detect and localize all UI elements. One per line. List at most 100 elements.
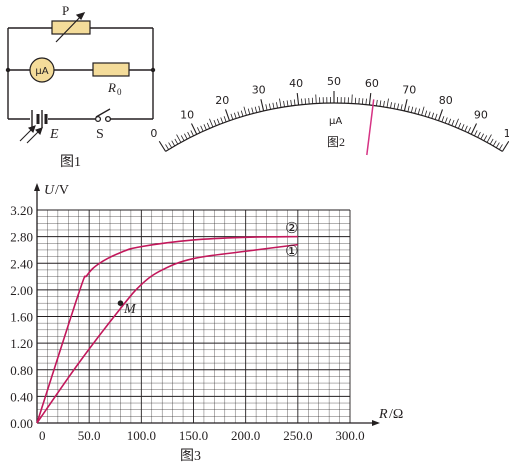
dial-tick — [376, 99, 378, 106]
dial-tick — [190, 123, 198, 135]
battery — [31, 110, 48, 128]
dial-tick — [365, 98, 367, 105]
dial-scale-label: 50 — [327, 75, 341, 88]
dial-tick — [441, 116, 445, 123]
dial-tick — [315, 94, 317, 104]
dial-tick — [168, 142, 173, 148]
dial-tick — [184, 133, 188, 140]
resistor-r0 — [92, 62, 130, 77]
dial-tick — [260, 99, 265, 112]
dial-tick — [158, 140, 167, 152]
point-m-label: M — [123, 302, 137, 317]
dial-tick — [480, 133, 484, 140]
y-axis-label-unit: /V — [55, 183, 69, 198]
series-curve-2 — [36, 235, 298, 424]
dial-scale-label: 90 — [474, 108, 488, 121]
x-axis-arrow — [372, 420, 380, 426]
plot-grid — [36, 209, 351, 424]
dial-tick — [351, 94, 353, 104]
y-tick-label: 1.20 — [10, 336, 33, 351]
y-tick-label: 1.60 — [10, 310, 33, 325]
dial-tick — [428, 111, 431, 118]
dial-tick — [407, 105, 410, 112]
dial-tick — [243, 106, 247, 116]
dial-tick — [233, 112, 237, 119]
dial-scale-label: 30 — [252, 83, 266, 96]
dial-tick — [196, 127, 201, 133]
dial-tick — [486, 134, 492, 143]
dial-tick — [431, 112, 435, 119]
resistor-r0-label: R — [107, 80, 116, 95]
dial-tick — [304, 98, 307, 105]
y-tick-label: 3.20 — [10, 203, 33, 218]
y-tick-labels: 0.000.400.801.201.602.002.402.803.20 — [10, 203, 33, 431]
dial-tick — [467, 127, 472, 133]
dial-tick — [492, 140, 497, 147]
dial-tick — [213, 119, 217, 126]
meter-needle — [366, 99, 375, 156]
dial-tick — [424, 110, 428, 117]
dial-tick — [483, 135, 488, 141]
dial-tick — [410, 106, 414, 113]
dial-tick — [230, 113, 234, 120]
dial-scale-label: 100 — [504, 127, 509, 140]
dial-scale-label: 60 — [365, 77, 379, 90]
dial-tick — [268, 103, 271, 110]
dial-tick — [190, 130, 194, 137]
dial-tick — [474, 130, 478, 137]
dial-tick — [464, 125, 468, 132]
dial-tick — [200, 125, 204, 132]
x-tick-label: 250.0 — [283, 428, 312, 443]
dial-tick — [368, 92, 372, 106]
switch-label: S — [96, 127, 104, 142]
dial-tick — [223, 116, 227, 123]
y-axis-label-var: U — [44, 183, 55, 198]
dial-tick — [489, 138, 494, 145]
x-tick-label: 100.0 — [127, 428, 156, 443]
rheostat-label: P — [62, 3, 69, 18]
y-tick-label: 0.40 — [10, 389, 33, 404]
dial-tick — [171, 140, 176, 147]
dial-scale-label: 40 — [289, 77, 303, 90]
dial-tick — [220, 117, 224, 124]
dial-tick — [216, 118, 220, 125]
rheostat-resistor — [51, 20, 91, 35]
x-axis-label-var: R — [378, 407, 388, 422]
dial-tick — [265, 104, 268, 111]
curve-2-label: ② — [285, 221, 298, 237]
dial-tick — [296, 92, 300, 106]
dial-tick — [258, 105, 261, 112]
dial-tick — [397, 103, 400, 110]
dial-tick — [286, 100, 289, 107]
dial-tick — [495, 142, 500, 148]
y-tick-label: 0.00 — [10, 416, 33, 431]
resistor-r0-subscript: 0 — [117, 87, 122, 97]
dial-tick — [187, 131, 191, 138]
x-axis-label-unit: /Ω — [389, 407, 403, 422]
dial-tick — [417, 108, 421, 115]
dial-tick — [237, 111, 240, 118]
x-tick-label: 150.0 — [179, 428, 208, 443]
data-series — [36, 235, 298, 424]
dial-scale-label: 10 — [180, 108, 194, 121]
dial-tick — [461, 124, 465, 130]
dial-scale-label: 80 — [439, 94, 453, 107]
dial-tick — [203, 124, 207, 130]
dial-tick — [293, 99, 296, 106]
dial-tick — [454, 118, 459, 128]
dial-tick — [421, 106, 425, 116]
figure2-caption: 图2 — [327, 135, 345, 149]
dial-scale-label: 70 — [402, 83, 416, 96]
dial-tick — [251, 107, 254, 114]
dial-tick — [276, 102, 278, 109]
y-tick-label: 2.40 — [10, 256, 33, 271]
y-tick-label: 2.80 — [10, 230, 33, 245]
curve-1-label: ① — [285, 244, 298, 260]
dial-scale-label: 0 — [150, 127, 157, 140]
dial-tick — [403, 99, 408, 112]
dial-tick — [254, 106, 258, 113]
dial-tick — [272, 102, 275, 109]
dial-tick — [209, 118, 214, 128]
